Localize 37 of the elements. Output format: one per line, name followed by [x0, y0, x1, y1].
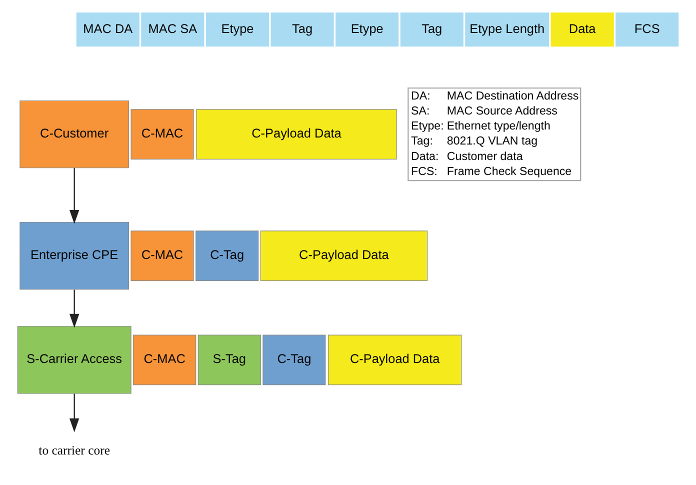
node-box: Enterprise CPE	[20, 222, 129, 290]
label: Customer data	[446, 150, 523, 163]
node-box: S-Carrier Access	[17, 326, 132, 394]
node-box: C-Payload Data	[328, 334, 462, 386]
node-box: C-Tag	[262, 334, 326, 386]
arrow	[69, 394, 80, 432]
label: Etype:	[411, 120, 444, 133]
node-box: Etype	[206, 12, 270, 47]
node-box: S-Tag	[198, 334, 261, 386]
node-box: Etype	[336, 12, 399, 47]
node-box: C-MAC	[130, 230, 194, 281]
node-box: FCS	[616, 12, 679, 47]
label: Ethernet type/length	[446, 120, 550, 133]
node-box: C-Customer	[20, 100, 129, 168]
label: Data:	[411, 150, 439, 163]
label: Frame Check Sequence	[446, 166, 572, 178]
label: MAC Source Address	[446, 106, 558, 118]
arrow	[69, 168, 80, 224]
node-box: Data	[550, 12, 614, 47]
node-box: Tag	[270, 12, 334, 47]
label: SA:	[411, 106, 430, 118]
node-text: to carrier core	[38, 444, 110, 458]
arrow	[69, 290, 80, 328]
node-box: C-Payload Data	[196, 109, 397, 160]
label: FCS:	[411, 166, 438, 178]
label: Tag:	[411, 136, 433, 148]
label: 8021.Q VLAN tag	[446, 136, 538, 148]
node-box: C-Tag	[196, 230, 259, 281]
node-box: C-MAC	[133, 334, 196, 386]
node-box: Tag	[400, 12, 464, 47]
label: MAC Destination Address	[446, 90, 579, 103]
node-box: C-MAC	[130, 109, 194, 160]
node-box: MAC DA	[76, 12, 140, 47]
node-box: C-Payload Data	[260, 230, 428, 281]
node-box: MAC SA	[141, 12, 204, 47]
node-box: Etype Length	[465, 12, 550, 47]
label: DA:	[411, 90, 430, 103]
